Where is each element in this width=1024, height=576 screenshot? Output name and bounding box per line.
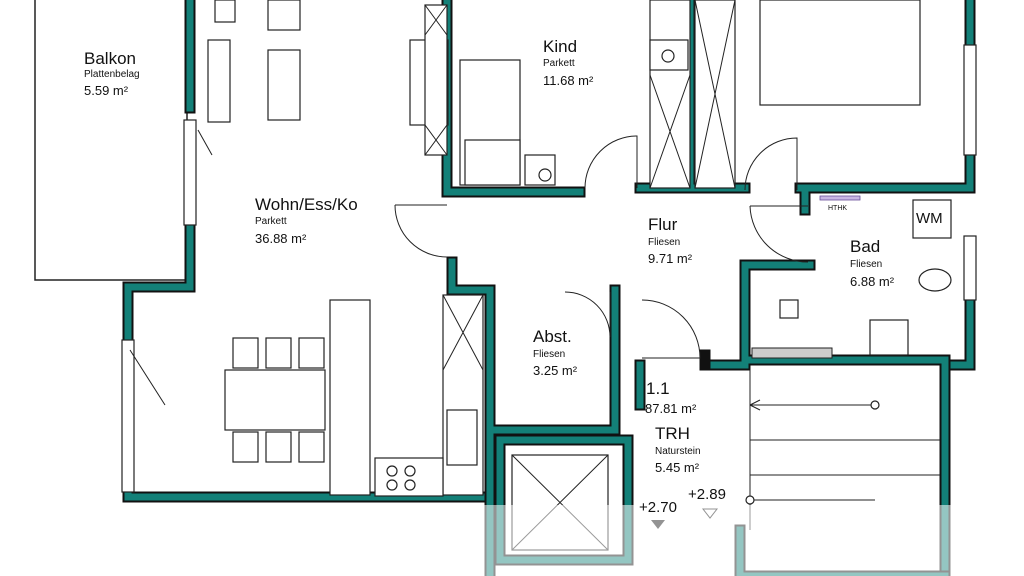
room-area-kind: 11.68 m² bbox=[543, 73, 594, 88]
room-material-bad: Fliesen bbox=[850, 259, 883, 270]
unit-area: 87.81 m² bbox=[645, 401, 697, 416]
room-name-kind: Kind bbox=[543, 37, 578, 56]
room-area-flur: 9.71 m² bbox=[648, 251, 693, 266]
windows bbox=[121, 44, 977, 493]
unit-id: 1.1 bbox=[646, 379, 670, 398]
level-floor: +2.70 bbox=[639, 499, 677, 516]
room-material-balkon: Plattenbelag bbox=[84, 69, 140, 80]
room-name-flur: Flur bbox=[648, 215, 678, 234]
room-name-trh: TRH bbox=[655, 424, 690, 443]
room-name-wohn: Wohn/Ess/Ko bbox=[255, 195, 358, 214]
level-landing: +2.89 bbox=[688, 486, 726, 503]
doors bbox=[129, 129, 809, 406]
room-area-wohn: 36.88 m² bbox=[255, 231, 307, 246]
room-area-abst: 3.25 m² bbox=[533, 363, 578, 378]
room-area-balkon: 5.59 m² bbox=[84, 83, 129, 98]
room-material-trh: Naturstein bbox=[655, 446, 701, 457]
room-material-wohn: Parkett bbox=[255, 216, 287, 227]
room-name-bad: Bad bbox=[850, 237, 881, 256]
washer-label: WM bbox=[916, 210, 943, 227]
room-material-flur: Fliesen bbox=[648, 237, 681, 248]
room-material-kind: Parkett bbox=[543, 58, 575, 69]
room-area-bad: 6.88 m² bbox=[850, 274, 895, 289]
furniture bbox=[207, 0, 952, 551]
room-name-balkon: Balkon bbox=[84, 49, 136, 68]
room-area-trh: 5.45 m² bbox=[655, 460, 700, 475]
heater-label: HTHK bbox=[828, 205, 848, 212]
room-name-abst: Abst. bbox=[533, 327, 572, 346]
room-material-abst: Fliesen bbox=[533, 349, 566, 360]
balcony-outline bbox=[34, 0, 188, 281]
